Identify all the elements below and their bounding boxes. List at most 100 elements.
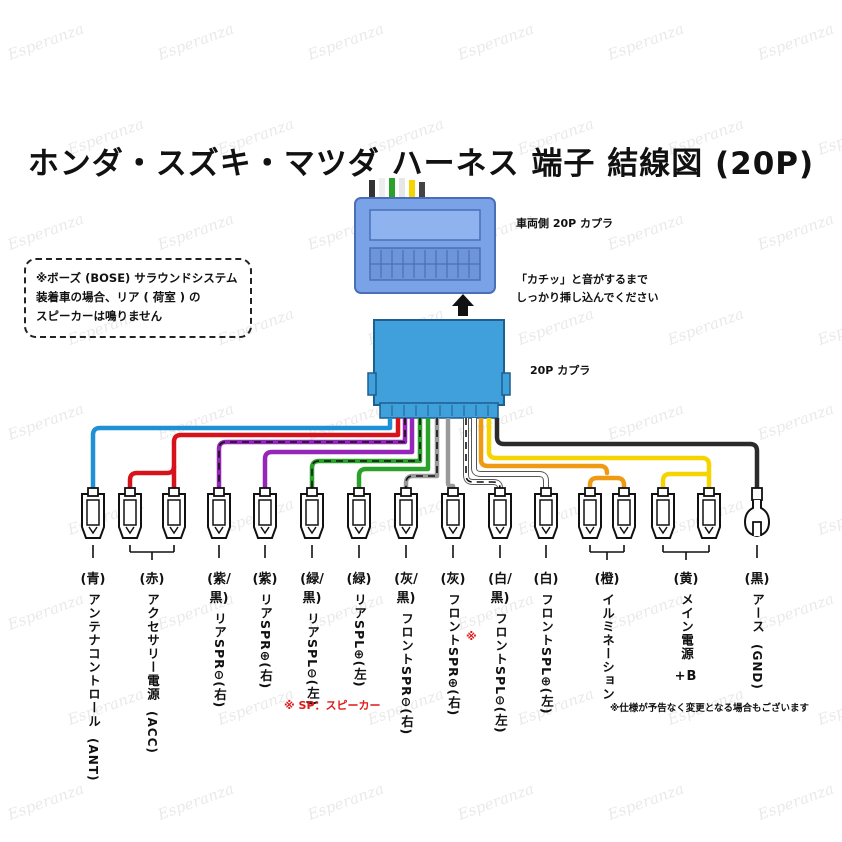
wire-function-label: アンテナコントロール bbox=[86, 593, 101, 728]
terminal-tip bbox=[354, 526, 364, 535]
wire bbox=[171, 418, 401, 488]
coupler-label: 20P カプラ bbox=[530, 364, 591, 377]
wire-label-column: (白/黒) フロントSPL⊖(左) bbox=[480, 568, 520, 734]
wire bbox=[464, 418, 502, 489]
terminal-crimp bbox=[540, 487, 552, 497]
terminal-tip bbox=[307, 526, 317, 535]
wire bbox=[262, 418, 415, 488]
bose-note-line: ※ボーズ (BOSE) サラウンドシステム bbox=[36, 271, 238, 285]
page-title: ホンダ・スズキ・マツダ ハーネス 端子 結線図 (20P) bbox=[27, 146, 815, 182]
sp-footnote-mark: ※ bbox=[466, 630, 477, 643]
wire-label-column: (灰)フロントSPR⊕(右) bbox=[433, 568, 473, 716]
terminal-tip bbox=[495, 526, 505, 535]
speaker-abbreviation-note: ※ SP：スピーカー bbox=[284, 699, 381, 712]
ground-crimp bbox=[751, 487, 763, 501]
terminal-slot bbox=[86, 499, 100, 526]
wire-label-column: (灰/黒) フロントSPR⊖(右) bbox=[386, 568, 426, 735]
terminal-tip bbox=[541, 526, 551, 535]
wire-color-label: (緑) bbox=[346, 572, 372, 587]
terminal-slot bbox=[539, 499, 553, 526]
terminal-slot bbox=[305, 499, 319, 526]
vehicle-coupler-label: 車両側 20P カプラ bbox=[516, 217, 614, 230]
terminal-tip bbox=[585, 526, 595, 535]
wire bbox=[90, 418, 393, 488]
terminal-tip bbox=[619, 526, 629, 535]
wire-color-label: (黒) bbox=[744, 572, 770, 587]
terminal-slot bbox=[212, 499, 226, 526]
terminal-tip bbox=[88, 526, 98, 535]
terminal-crimp bbox=[124, 487, 136, 497]
insert-hint-line: しっかり挿し込んでください bbox=[516, 291, 659, 304]
wire bbox=[494, 418, 760, 490]
wire-color-label: (緑/黒) bbox=[300, 572, 324, 606]
spec-change-note: ※仕様が予告なく変更となる場合もございます bbox=[610, 703, 809, 714]
terminal-slot bbox=[399, 499, 413, 526]
wire-code-label: (GND) bbox=[750, 643, 764, 690]
terminal-crimp bbox=[259, 487, 271, 497]
terminal-crimp bbox=[703, 487, 715, 497]
wire bbox=[660, 471, 708, 490]
wire-color-label: (紫) bbox=[252, 572, 278, 587]
terminal-group bbox=[81, 487, 771, 539]
terminal-tip bbox=[401, 526, 411, 535]
wire-color-label: (白/黒) bbox=[488, 572, 512, 606]
wire bbox=[445, 418, 456, 489]
wire-function-label: フロントSPL⊖(左) bbox=[493, 612, 508, 734]
wire-function-label: イルミネーション bbox=[600, 593, 615, 701]
terminal-tip bbox=[260, 526, 270, 535]
wire bbox=[472, 418, 548, 488]
wire-label-column: (緑)リアSPL⊕(左) bbox=[339, 568, 379, 688]
terminal-slot bbox=[702, 499, 716, 526]
wire-label-column: (緑/黒) リアSPL⊖(左) bbox=[292, 568, 332, 707]
wire-color-label: (紫/黒) bbox=[207, 572, 231, 606]
wire-label-column: (青) アンテナコントロール (ANT) bbox=[73, 568, 113, 781]
wire-stripe bbox=[218, 418, 406, 488]
terminal-crimp bbox=[400, 487, 412, 497]
terminal-crimp bbox=[213, 487, 225, 497]
bracket-group bbox=[92, 545, 758, 560]
arrow-up-icon bbox=[452, 294, 474, 316]
terminal-slot bbox=[258, 499, 272, 526]
terminal-crimp bbox=[494, 487, 506, 497]
wire-function-label: メイン電源 bbox=[679, 593, 694, 661]
wire-function-label: アース bbox=[750, 593, 765, 634]
wire-color-label: (赤) bbox=[139, 572, 165, 587]
wire-label-column: (黄)メイン電源+B bbox=[666, 568, 706, 684]
wire-function-label: リアSPR⊖(右) bbox=[212, 612, 227, 709]
terminal-slot bbox=[446, 499, 460, 526]
wire-function-label: フロントSPL⊕(左) bbox=[539, 593, 554, 715]
terminal-tip bbox=[704, 526, 714, 535]
wire-code-label: +B bbox=[674, 668, 698, 684]
wire-function-label: リアSPL⊖(左) bbox=[305, 612, 320, 707]
wire-color-label: (灰/黒) bbox=[394, 572, 418, 606]
wire bbox=[587, 475, 627, 490]
wire-function-label: アクセサリー電源 bbox=[145, 593, 160, 701]
wire-label-column: (赤)アクセサリー電源(ACC) bbox=[132, 568, 172, 754]
terminal-crimp bbox=[584, 487, 596, 497]
main-coupler bbox=[367, 319, 511, 419]
wire-function-label: フロントSPR⊖(右) bbox=[399, 612, 414, 736]
wire-label-column: (白) フロントSPL⊕(左) bbox=[526, 568, 566, 715]
terminal-slot bbox=[493, 499, 507, 526]
terminal-slot bbox=[656, 499, 670, 526]
terminal-tip bbox=[214, 526, 224, 535]
wire-color-label: (青) bbox=[80, 572, 106, 587]
terminal-crimp bbox=[618, 487, 630, 497]
terminal-tip bbox=[125, 526, 135, 535]
wire-label-column: (橙)イルミネーション bbox=[587, 568, 627, 701]
wire-stripe bbox=[405, 418, 438, 488]
wire-stripe bbox=[311, 418, 421, 488]
bose-note-line: スピーカーは鳴りません bbox=[36, 309, 163, 323]
wire-group bbox=[90, 418, 760, 490]
bose-note-line: 装着車の場合、リア ( 荷室 ) の bbox=[36, 290, 201, 304]
terminal-tip bbox=[658, 526, 668, 535]
wire-code-label: (ANT) bbox=[86, 738, 100, 782]
terminal-slot bbox=[123, 499, 137, 526]
terminal-crimp bbox=[657, 487, 669, 497]
terminal-crimp bbox=[353, 487, 365, 497]
wire bbox=[356, 418, 431, 488]
ground-fork bbox=[752, 521, 762, 536]
wire-label-column: (紫)リアSPR⊕(右) bbox=[245, 568, 285, 689]
wire-color-label: (白) bbox=[533, 572, 559, 587]
